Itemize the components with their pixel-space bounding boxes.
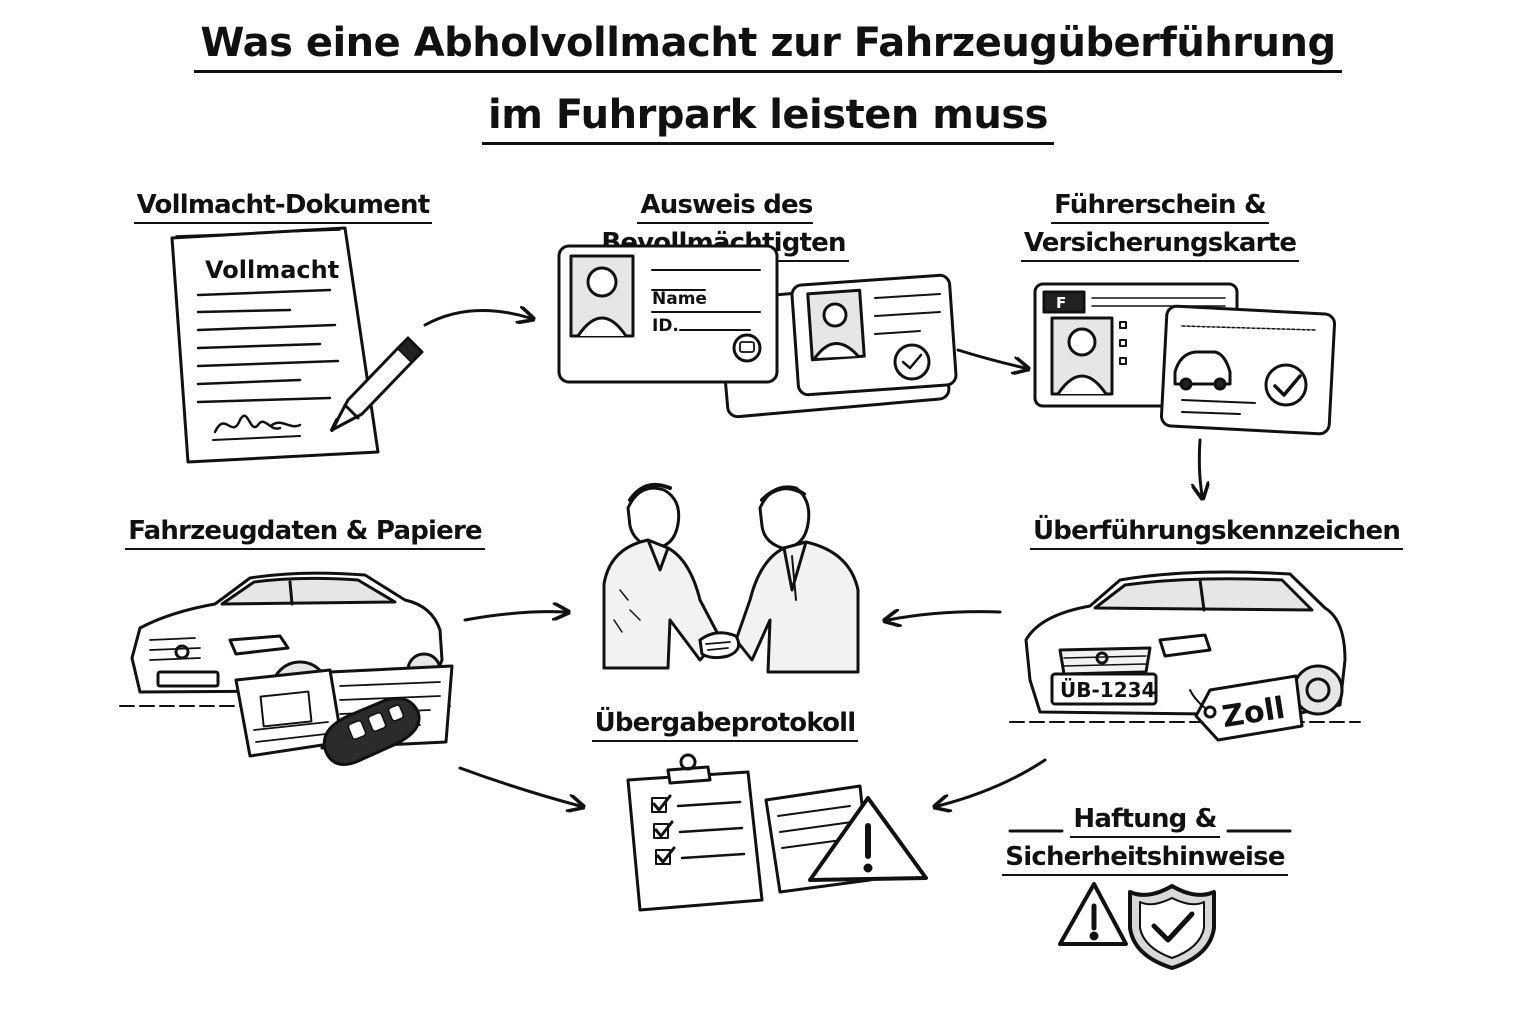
shield-check-icon	[1128, 884, 1216, 970]
arrow-vehicle-to-handshake	[463, 612, 565, 622]
warning-icon	[808, 796, 928, 882]
page-title-line1: Was eine Abholvollmacht zur Fahrzeugüber…	[0, 20, 1536, 73]
id-id-field: ID.	[652, 316, 679, 336]
warning-small-icon	[1058, 882, 1128, 946]
label-uebergabeprotokoll: Übergabeprotokoll	[590, 704, 860, 742]
doc-heading: Vollmacht	[205, 256, 339, 284]
pen-icon	[330, 336, 424, 432]
arrow-id-to-license	[956, 348, 1025, 368]
document-icon: Vollmacht	[170, 226, 380, 464]
label-vollmacht-dokument: Vollmacht-Dokument	[118, 186, 448, 224]
license-plate: ÜB-1234	[1050, 672, 1158, 706]
label-kennzeichen: Überführungskennzeichen	[1030, 512, 1404, 550]
label-fahrzeugdaten: Fahrzeugdaten & Papiere	[120, 512, 490, 550]
insurance-card-icon	[1159, 304, 1337, 436]
arrow-plate-to-handshake	[888, 612, 1002, 620]
customs-tag: Zoll	[1189, 674, 1304, 742]
clipboard-icon	[626, 753, 764, 912]
handshake-icon	[602, 483, 860, 674]
id-card-second-icon	[790, 273, 958, 397]
page-title-line2: im Fuhrpark leisten muss	[0, 92, 1536, 145]
arrow-doc-to-id	[423, 310, 530, 327]
arrow-vehicle-to-protocol	[458, 766, 580, 806]
label-haftung: Haftung &Sicherheitshinweise	[1000, 800, 1290, 876]
license-badge: F	[1056, 294, 1066, 312]
arrow-plate-to-protocol	[938, 758, 1047, 806]
key-fob-icon	[322, 697, 421, 766]
arrow-license-to-plate	[1199, 438, 1202, 495]
label-fuehrerschein: Führerschein &Versicherungskarte	[1000, 186, 1320, 262]
id-name-field: Name	[652, 289, 707, 309]
plate-number: ÜB-1234	[1060, 678, 1155, 702]
